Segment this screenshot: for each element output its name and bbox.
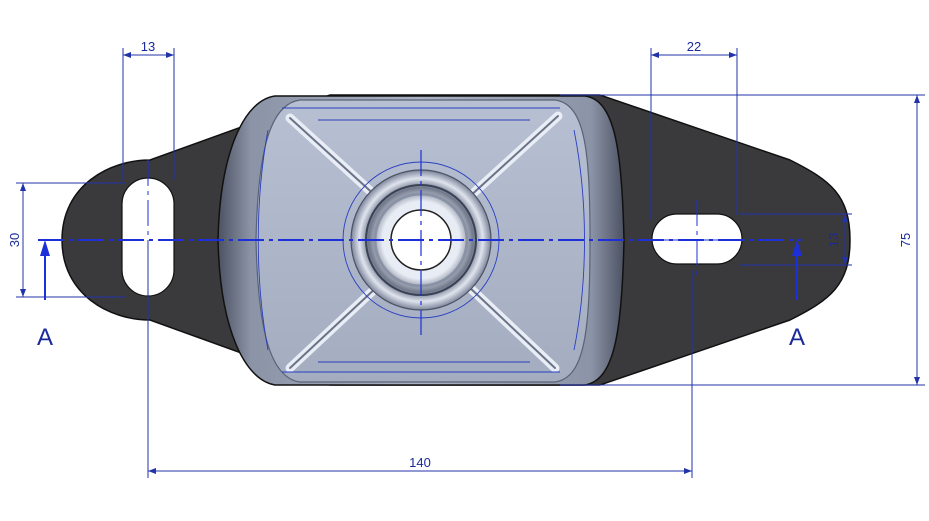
dim-text-13-top: 13 — [141, 39, 155, 54]
dim-text-140: 140 — [409, 455, 431, 470]
dim-text-75: 75 — [898, 233, 913, 247]
dim-text-22: 22 — [687, 39, 701, 54]
section-marker-right: A — [789, 240, 805, 351]
dim-text-13-right: 13 — [826, 233, 841, 247]
dim-slot-width-left: 13 — [122, 39, 175, 180]
section-label-right: A — [789, 324, 805, 351]
dim-hole-spacing: 140 — [147, 240, 693, 478]
dim-slot-height-left: 30 — [7, 182, 125, 298]
ribs — [285, 111, 563, 373]
section-marker-left: A — [37, 240, 53, 351]
dim-text-30: 30 — [7, 233, 22, 247]
dim-slot-length-right: 22 — [650, 39, 738, 220]
dim-overall-height: 75 — [560, 94, 925, 386]
section-label-left: A — [37, 324, 53, 351]
